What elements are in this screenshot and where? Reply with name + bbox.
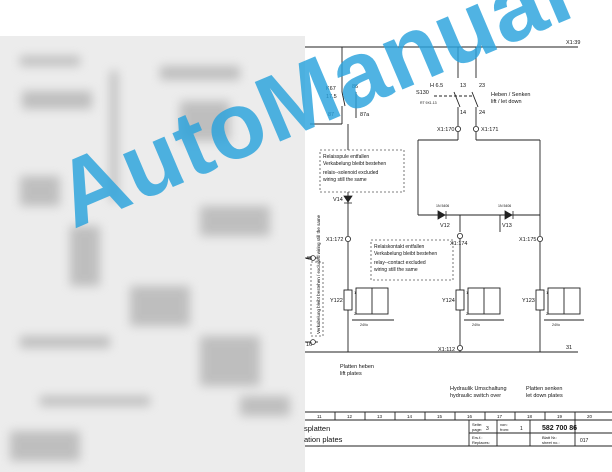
switch-s130-t23: 23 bbox=[479, 83, 485, 89]
relay-k67-t3: 87a bbox=[360, 112, 370, 118]
tb-von-label2: from: bbox=[500, 427, 509, 432]
edge-marker-16-label: 16 bbox=[306, 342, 312, 348]
edge-marker-16 bbox=[310, 339, 316, 345]
valve-y122-name: Y122 bbox=[330, 298, 343, 304]
tb-blatt-value: 017 bbox=[580, 438, 589, 444]
diode-v13-symbol bbox=[504, 210, 513, 220]
relay-k67-t1: 86 bbox=[352, 84, 358, 90]
tb-doc-number: 582 700 86 bbox=[542, 425, 577, 432]
grid-number: 18 bbox=[527, 414, 533, 419]
terminal-x1-171 bbox=[472, 126, 479, 133]
switch-s130-label-de: Heben / Senken bbox=[491, 92, 530, 98]
caption-lift-de: Platten heben bbox=[340, 364, 374, 370]
valve-y123-p2: 2 bbox=[546, 311, 549, 316]
valve-y124-p1: 1 bbox=[466, 290, 469, 295]
note-box-1 bbox=[319, 149, 405, 193]
valve-y124-name: Y124 bbox=[442, 298, 455, 304]
terminal-x1-175 bbox=[537, 235, 544, 242]
valve-y122-p1: 1 bbox=[354, 290, 357, 295]
diode-v12-code: 1N 5406 bbox=[436, 204, 449, 208]
connector-x1-170-label: X1:170 bbox=[437, 127, 454, 133]
valve-y122-rating: 24Vo bbox=[360, 323, 368, 327]
valve-y122-p2: 2 bbox=[354, 311, 357, 316]
edge-marker-48-label: 48 bbox=[306, 256, 312, 262]
note1-line1: Relaisspule entfallen bbox=[323, 154, 369, 160]
caption-switch-de: Hydraulik Umschaltung bbox=[450, 386, 507, 392]
grid-number: 20 bbox=[587, 414, 593, 419]
tb-seite-value: 3 bbox=[486, 426, 489, 432]
connector-x1-112-label: X1:112 bbox=[438, 347, 455, 353]
note-box-3 bbox=[310, 261, 324, 337]
grid-number: 19 bbox=[557, 414, 563, 419]
net-top-label: X1:39 bbox=[566, 40, 580, 46]
grid-number: 13 bbox=[377, 414, 383, 419]
valve-y123-name: Y123 bbox=[522, 298, 535, 304]
switch-s130-code: RT 9X1.13 bbox=[420, 101, 437, 105]
valve-y123-p1: 1 bbox=[546, 290, 549, 295]
tb-von-label1: von: bbox=[500, 422, 508, 427]
switch-s130-label-en: lift / let down bbox=[491, 99, 522, 105]
tb-seite-label1: Seite: bbox=[472, 422, 482, 427]
title-en: ation plates bbox=[304, 435, 343, 444]
edge-marker-48 bbox=[310, 255, 316, 261]
switch-s130-t13: 13 bbox=[460, 83, 466, 89]
note2-line2: Verkabelung bleibt bestehen bbox=[374, 251, 437, 257]
tb-blatt-label1: Blatt Nr.: bbox=[542, 435, 557, 440]
valve-y124-rating: 24Vo bbox=[472, 323, 480, 327]
tb-von-value: 1 bbox=[520, 426, 523, 432]
connector-x1-172-label: X1:172 bbox=[326, 237, 343, 243]
grid-number: 14 bbox=[407, 414, 413, 419]
grid-number: 11 bbox=[317, 414, 322, 419]
diode-v14-label: V14 bbox=[333, 197, 343, 203]
diode-v13-label: V13 bbox=[502, 223, 512, 229]
relay-k67-t2: 87 bbox=[328, 112, 334, 118]
caption-switch-en: hydraulic switch over bbox=[450, 393, 501, 399]
terminal-x1-174 bbox=[456, 232, 463, 239]
diode-v14-symbol bbox=[343, 195, 353, 203]
net-bottom-label: 31 bbox=[566, 345, 572, 351]
note3-vertical: Verkabelung bleibt bestehen / excluded w… bbox=[316, 214, 321, 334]
diode-v13-code: 1N 5406 bbox=[498, 204, 511, 208]
switch-s130-name: S130 bbox=[416, 90, 429, 96]
note2-line4: wiring still the same bbox=[374, 267, 418, 273]
relay-k67-name: K67 bbox=[326, 86, 336, 92]
caption-letdown-de: Platten senken bbox=[526, 386, 562, 392]
switch-s130-t24: 24 bbox=[479, 110, 485, 116]
terminal-x1-112 bbox=[456, 344, 463, 351]
note-box-2 bbox=[370, 239, 454, 281]
title-de: splatten bbox=[304, 424, 330, 433]
note2-line3: relay--contact excluded bbox=[374, 260, 426, 266]
tb-ersetzt-label1: Ers.f.: bbox=[472, 435, 482, 440]
note2-line1: Relaiskontakt entfallen bbox=[374, 244, 425, 250]
note1-line4: wiring still the same bbox=[323, 177, 367, 183]
blurred-left-region bbox=[0, 36, 305, 472]
caption-letdown-en: let down plates bbox=[526, 393, 563, 399]
terminal-x1-172 bbox=[344, 235, 351, 242]
note1-line3: relais--solenoid excluded bbox=[323, 170, 379, 176]
tb-ersetzt-label2: Replaces: bbox=[472, 440, 490, 445]
grid-number: 16 bbox=[467, 414, 473, 419]
grid-number: 12 bbox=[347, 414, 353, 419]
note1-line2: Verkabelung bleibt bestehen bbox=[323, 161, 386, 167]
valve-y124-p2: 2 bbox=[466, 311, 469, 316]
switch-s130-sub: H 6.5 bbox=[430, 83, 443, 89]
connector-x1-174-label: X1:174 bbox=[450, 241, 467, 247]
terminal-x1-170 bbox=[454, 126, 461, 133]
caption-lift-en: lift plates bbox=[340, 371, 362, 377]
connector-x1-171-label: X1:171 bbox=[481, 127, 498, 133]
grid-number: 15 bbox=[437, 414, 443, 419]
grid-number: 17 bbox=[497, 414, 503, 419]
valve-y123-rating: 24Vo bbox=[552, 323, 560, 327]
relay-k67-sub: 17.5 bbox=[326, 94, 337, 100]
switch-s130-t14: 14 bbox=[460, 110, 466, 116]
tb-blatt-label2: sheet no.: bbox=[542, 440, 560, 445]
diode-v12-label: V12 bbox=[440, 223, 450, 229]
connector-x1-175-label: X1:175 bbox=[519, 237, 536, 243]
diode-v12-symbol bbox=[437, 210, 446, 220]
tb-seite-label2: page: bbox=[472, 427, 482, 432]
